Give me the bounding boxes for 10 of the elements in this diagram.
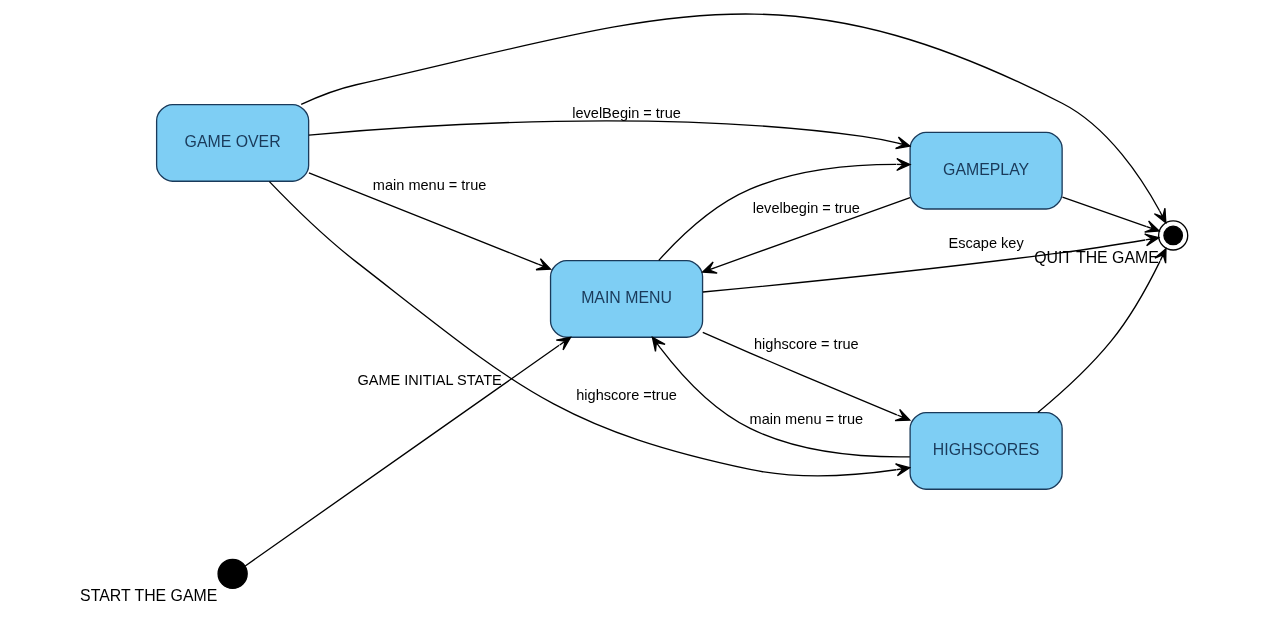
node-label: START THE GAME [80,587,218,605]
edge-label: highscore = true [754,335,859,352]
edge-label: GAME INITIAL STATE [357,371,502,388]
edge-label: Escape key [948,235,1024,252]
edge-label: levelBegin = true [572,104,681,121]
edge-label: levelbegin = true [752,199,860,216]
node-label: QUIT THE GAME [1034,248,1159,266]
edge-label: highscore =true [576,387,677,404]
edge-label: main menu = true [749,411,864,428]
edge-label: main menu = true [372,177,487,194]
